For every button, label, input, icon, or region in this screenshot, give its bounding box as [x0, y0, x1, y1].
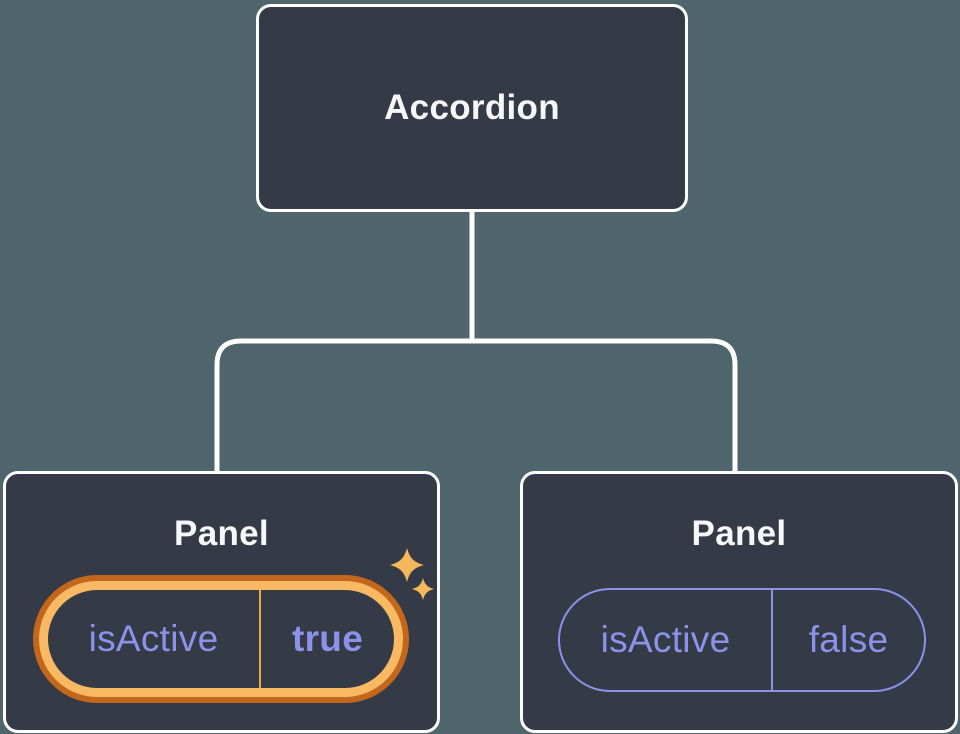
- prop-pill-plain: isActive false: [558, 588, 926, 692]
- prop-pill-inner: isActive true: [48, 590, 394, 688]
- connector-branch: [214, 338, 738, 471]
- prop-name: isActive: [560, 590, 774, 690]
- panel-node-label: Panel: [174, 514, 269, 553]
- tree-node-panel-active: Panel isActive true: [3, 471, 440, 733]
- prop-pill-highlighted: isActive true: [33, 575, 409, 703]
- tree-node-accordion: Accordion: [256, 4, 688, 212]
- prop-name: isActive: [48, 590, 262, 688]
- accordion-node-label: Accordion: [384, 88, 560, 127]
- prop-value: true: [291, 618, 364, 659]
- panel-node-label: Panel: [691, 514, 787, 553]
- prop-value: false: [808, 619, 889, 660]
- tree-node-panel-inactive: Panel isActive false: [520, 471, 958, 733]
